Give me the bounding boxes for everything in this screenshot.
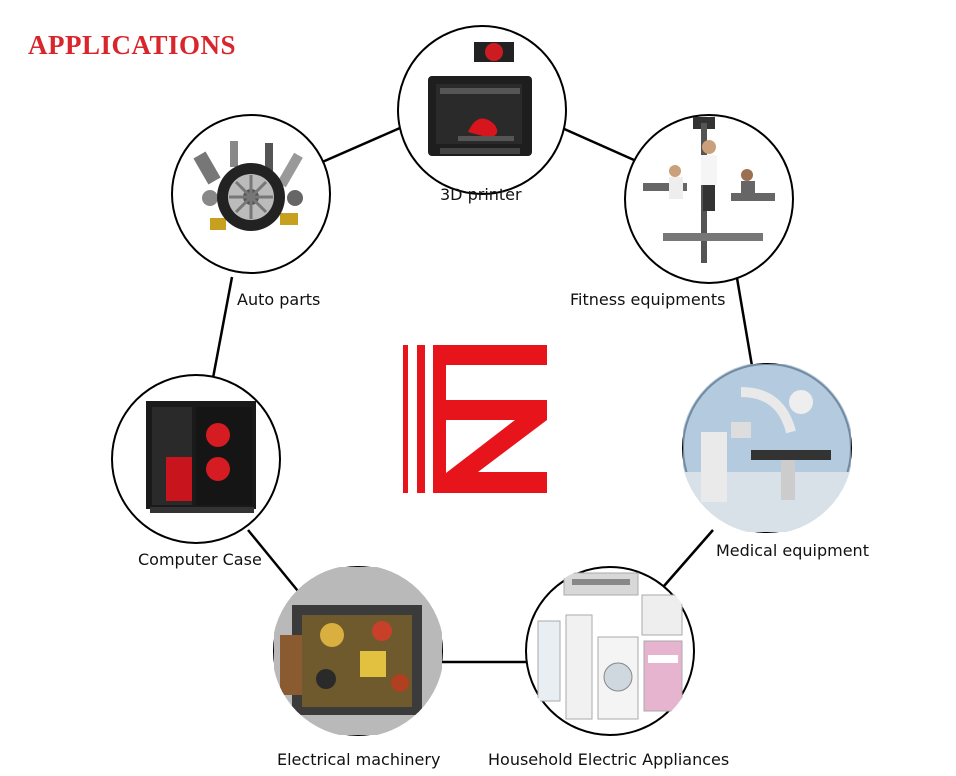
medical-image bbox=[682, 363, 852, 533]
page-title: APPLICATIONS bbox=[28, 30, 237, 60]
fitness-label: Fitness equipments bbox=[570, 290, 726, 309]
fitness-image bbox=[624, 114, 794, 284]
auto-parts-label: Auto parts bbox=[237, 290, 321, 309]
3d-printer-label: 3D printer bbox=[440, 185, 522, 204]
auto-parts-image bbox=[171, 114, 331, 274]
3d-printer-image bbox=[397, 25, 567, 195]
computer-case-label: Computer Case bbox=[138, 550, 262, 569]
electrical-label: Electrical machinery bbox=[277, 750, 441, 769]
household-image bbox=[525, 566, 695, 736]
ez-logo-icon bbox=[403, 345, 547, 493]
electrical-image bbox=[273, 566, 443, 736]
computer-case-image bbox=[111, 374, 281, 544]
medical-label: Medical equipment bbox=[716, 541, 869, 560]
household-label: Household Electric Appliances bbox=[488, 750, 730, 769]
